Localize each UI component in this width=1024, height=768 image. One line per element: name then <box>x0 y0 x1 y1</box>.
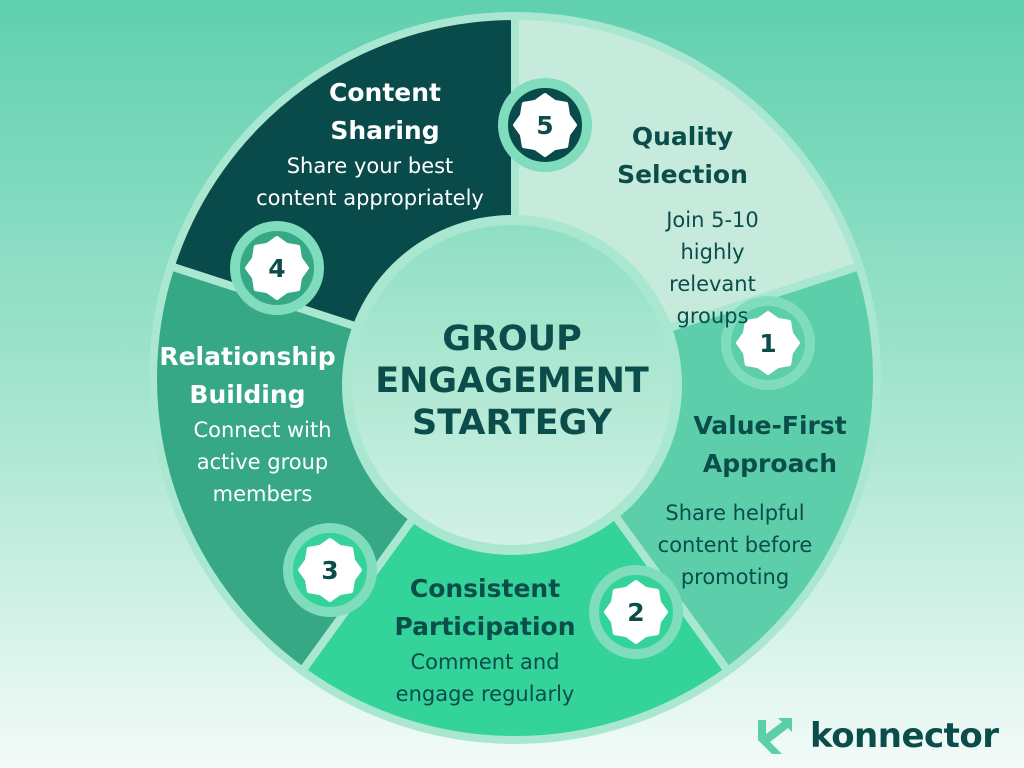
step-1-badge: 1 <box>721 296 815 390</box>
step-4-badge: 4 <box>230 221 324 315</box>
step-1-text: Quality Selection Join 5-10 highly relev… <box>590 118 775 332</box>
badge-star-icon <box>736 311 800 375</box>
step-desc: content before <box>657 533 813 557</box>
step-desc: members <box>212 482 313 506</box>
konnector-logo: konnector <box>756 716 999 756</box>
step-2-text: Value-First Approach Share helpful conte… <box>658 407 880 593</box>
step-title: Relationship <box>159 342 336 371</box>
step-desc: Connect with <box>193 418 332 442</box>
step-title: Content <box>329 78 441 107</box>
badge-star-icon <box>245 236 309 300</box>
step-3-badge: 3 <box>283 523 377 617</box>
step-title: Sharing <box>330 116 440 145</box>
diagram-title: GROUP ENGAGEMENT STARTEGY <box>362 318 662 444</box>
step-desc: relevant groups <box>669 272 756 328</box>
title-line: ENGAGEMENT <box>375 361 649 401</box>
step-desc: active group <box>196 450 329 474</box>
step-title: Selection <box>617 160 748 189</box>
step-desc: Share your best <box>286 154 454 178</box>
title-line: GROUP <box>442 319 582 359</box>
step-number: 1 <box>759 329 776 358</box>
badge-star-icon <box>298 538 362 602</box>
logo-text: konnector <box>810 716 999 756</box>
step-title: Participation <box>394 612 576 641</box>
step-4-text: Relationship Building Connect with activ… <box>150 338 345 510</box>
step-desc: Share helpful <box>665 501 805 525</box>
step-title: Consistent <box>409 574 561 603</box>
step-3-text: Consistent Participation Comment and eng… <box>375 570 595 710</box>
step-2-badge: 2 <box>589 565 683 659</box>
badge-star-icon <box>604 580 668 644</box>
step-desc: content appropriately <box>256 186 484 210</box>
step-desc: promoting <box>680 565 790 589</box>
badge-star-icon <box>513 93 577 157</box>
step-title: Approach <box>702 449 838 478</box>
step-desc: Join 5-10 highly <box>666 208 759 264</box>
step-number: 2 <box>627 598 644 627</box>
logo-icon <box>758 718 792 754</box>
step-number: 5 <box>536 111 553 140</box>
step-title: Value-First <box>693 411 847 440</box>
step-title: Quality <box>631 122 734 151</box>
title-line: STARTEGY <box>412 403 612 443</box>
center-circle <box>352 225 672 545</box>
step-5-badge: 5 <box>498 78 592 172</box>
step-5-text: Content Sharing Share your best content … <box>240 74 500 214</box>
step-number: 3 <box>321 556 338 585</box>
step-desc: engage regularly <box>395 682 575 706</box>
step-desc: Comment and <box>410 650 560 674</box>
step-title: Building <box>189 380 306 409</box>
step-number: 4 <box>268 254 285 283</box>
